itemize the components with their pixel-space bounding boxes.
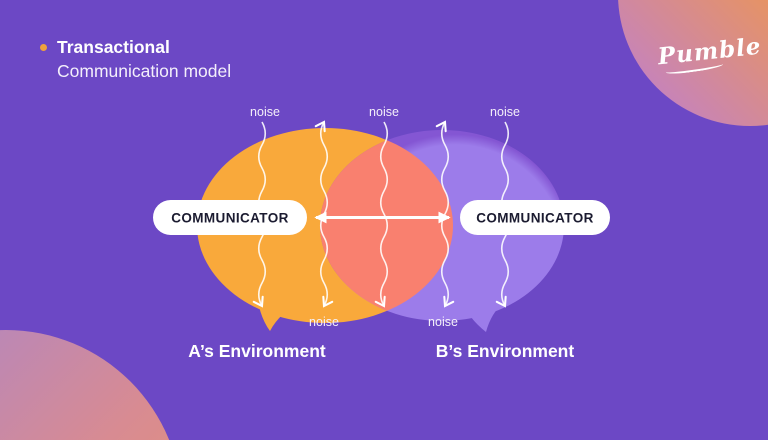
communicator-pill-right (460, 200, 610, 235)
noise-label-top-middle: noise (369, 105, 399, 119)
title-bullet-icon (40, 44, 47, 51)
title-line2: Communication model (57, 61, 232, 81)
communicator-pill-left (153, 200, 307, 235)
communicator-label-right: COMMUNICATOR (476, 211, 594, 226)
environment-label-a: A’s Environment (188, 341, 326, 361)
page-title: Transactional Communication model (57, 35, 231, 83)
environment-label-b: B’s Environment (436, 341, 575, 361)
noise-label-bottom-left: noise (309, 315, 339, 329)
communicator-label-left: COMMUNICATOR (171, 211, 289, 226)
noise-label-top-right: noise (490, 105, 520, 119)
noise-label-bottom-right: noise (428, 315, 458, 329)
noise-label-top-left: noise (250, 105, 280, 119)
title-line1: Transactional (57, 37, 170, 57)
header: Transactional Communication model (40, 35, 231, 83)
